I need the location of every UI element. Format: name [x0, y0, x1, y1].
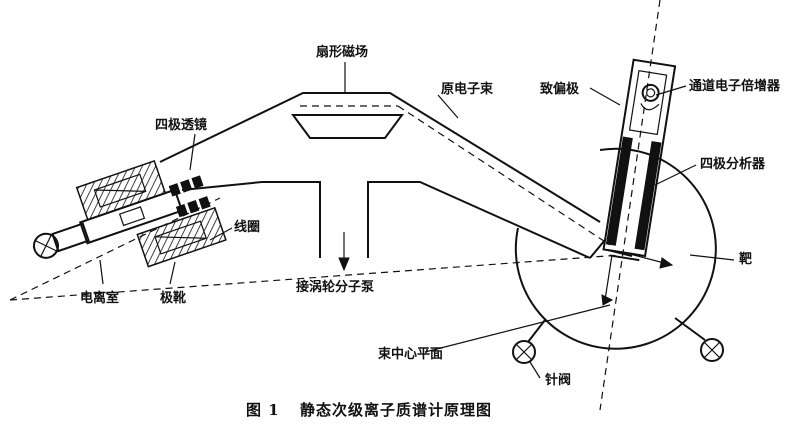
- leader-lines: [99, 62, 735, 379]
- label-channel-multiplier: 通道电子倍增器: [689, 78, 781, 94]
- label-target: 靶: [739, 251, 752, 267]
- label-beam-center-plane: 束中心平面: [378, 346, 443, 362]
- figure-title: 静态次级离子质谱计原理图: [300, 401, 492, 419]
- sector-magnet: [291, 114, 404, 139]
- label-sector-magnet: 扇形磁场: [316, 44, 368, 60]
- label-ion-chamber: 电离室: [80, 290, 119, 306]
- needle-valve-right: [700, 338, 724, 362]
- beam-axes: [9, 0, 661, 411]
- beam-tube: [159, 92, 606, 259]
- label-deflector: 致偏极: [540, 81, 580, 97]
- needle-valve-left: [512, 340, 536, 364]
- label-pole-shoe: 极靴: [160, 290, 186, 306]
- label-primary-beam: 原电子束: [441, 81, 494, 97]
- analysis-chamber: [514, 147, 717, 350]
- pump-arrow: [338, 232, 350, 272]
- label-needle-valve: 针阀: [544, 372, 571, 388]
- label-quad-lens: 四极透镜: [155, 117, 207, 133]
- beam-center-plane-lines: [601, 254, 614, 306]
- ion-source-assembly: [32, 159, 227, 268]
- figure-number: 图 1: [246, 401, 280, 419]
- label-coil: 线圈: [234, 219, 260, 235]
- target: [607, 249, 674, 269]
- label-quad-analyzer: 四极分析器: [700, 156, 766, 172]
- label-turbo-pump: 接涡轮分子泵: [296, 279, 374, 295]
